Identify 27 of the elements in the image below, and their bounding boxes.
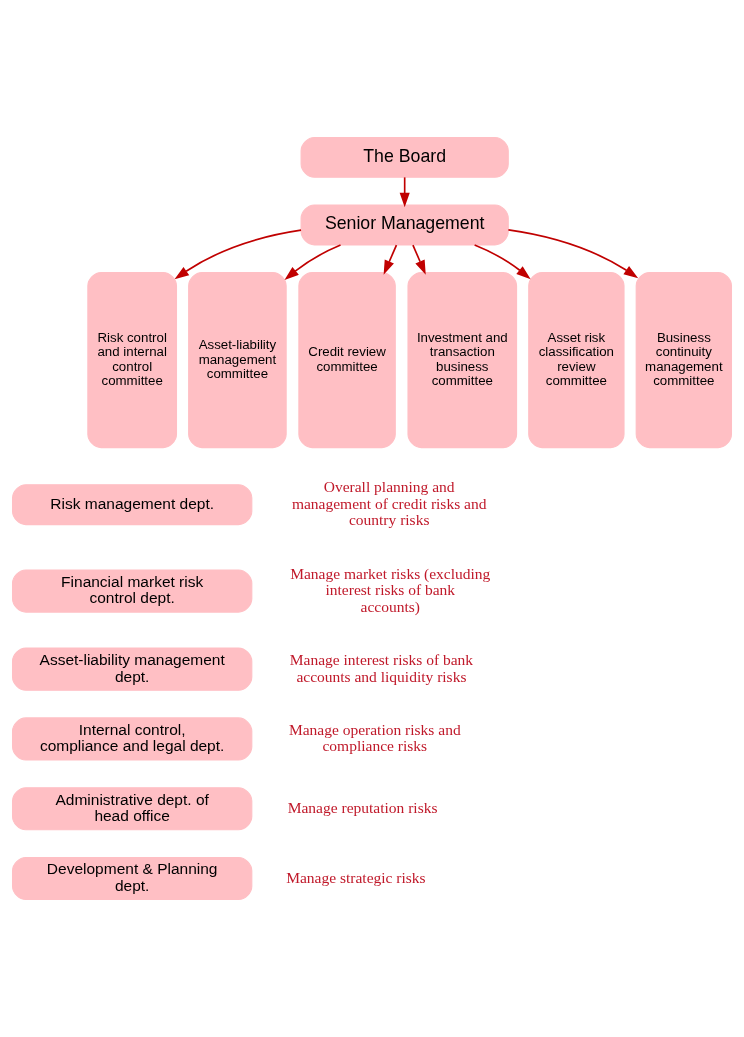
node-box: Administrative dept. of head office: [11, 787, 253, 831]
node-box: Internal control, compliance and legal dept.: [11, 717, 253, 761]
node-label: Manage market risks (excluding interest risks of bank accounts): [290, 564, 491, 615]
node-box: Development & Planning dept.: [11, 856, 253, 901]
node-box: Asset risk classification review committee: [528, 272, 625, 449]
arrow: [174, 229, 302, 280]
node-label: Manage strategic risks: [286, 868, 426, 886]
node-label: Manage interest risks of bank accounts and liquidity risks: [289, 650, 474, 685]
arrow: [284, 244, 342, 280]
node-box: Asset-liability management dept.: [11, 647, 253, 691]
arrow: [383, 244, 398, 275]
arrow: [473, 244, 531, 280]
node-box: Credit review committee: [298, 272, 396, 449]
arrow: [412, 244, 426, 275]
node-box: Asset-liability management committee: [188, 272, 287, 449]
node-label: Overall planning and management of credit risks and country risks: [291, 478, 487, 529]
node-box: Business continuity management committee: [635, 272, 733, 449]
arrow: [507, 229, 639, 279]
node-box: Investment and transaction business committee: [407, 272, 518, 449]
node-box: Risk control and internal control committee: [87, 272, 178, 449]
arrow: [399, 176, 410, 208]
node-label: Manage operation risks and compliance risks: [288, 720, 461, 755]
node-box: The Board: [300, 136, 509, 178]
node-box: Financial market risk control dept.: [11, 569, 253, 613]
node-box: Senior Management: [300, 204, 509, 246]
node-box: Risk management dept.: [11, 484, 253, 526]
node-label: Manage reputation risks: [287, 798, 438, 816]
